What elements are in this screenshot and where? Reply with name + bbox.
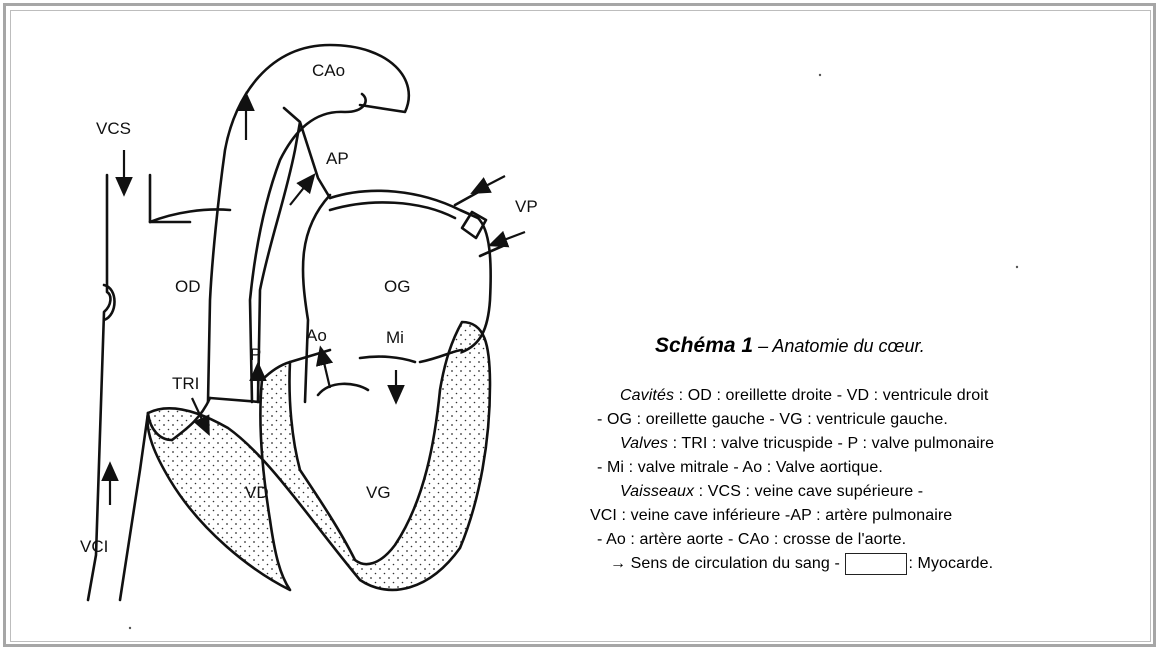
legend-valves-text1: : TRI : valve tricuspide - P : valve pul… — [668, 435, 994, 452]
label-vp: VP — [515, 197, 538, 216]
pulmonary-vein-top — [455, 190, 482, 205]
vci-vessel — [120, 413, 148, 600]
myocarde-swatch — [845, 553, 907, 575]
legend-vaisseaux-2: VCI : veine cave inférieure -AP : artère… — [590, 507, 952, 525]
label-og: OG — [384, 277, 410, 296]
legend-valves-text2: - Mi : valve mitrale - Ao : Valve aortiq… — [597, 459, 883, 476]
label-vcs: VCS — [96, 119, 131, 138]
pulmonary-artery — [258, 108, 330, 402]
caption-title-main: Schéma 1 — [655, 334, 753, 357]
aortic-arch-outer — [208, 45, 409, 402]
label-vg: VG — [366, 483, 391, 502]
scan-dot-3 — [129, 627, 131, 629]
arrow-ap — [290, 180, 310, 205]
scan-dot-2 — [1016, 266, 1018, 268]
myocardium-wall — [147, 322, 490, 590]
legend-vaisseaux-text1: : VCS : veine cave supérieure - — [694, 483, 923, 500]
mitral-valve-left — [360, 357, 415, 362]
legend-cavites-text1: : OD : oreillette droite - VD : ventricu… — [674, 387, 988, 404]
caption-subtitle: – Anatomie du cœur. — [753, 336, 925, 356]
label-tri: TRI — [172, 374, 199, 393]
legend-cavites-2: - OG : oreillette gauche - VG : ventricu… — [597, 411, 948, 429]
label-vd: VD — [245, 483, 269, 502]
legend-cavites-1: Cavités : OD : oreillette droite - VD : … — [620, 387, 988, 405]
arrow-ao — [322, 354, 330, 388]
legend-sens: → Sens de circulation du sang - : Myocar… — [610, 553, 993, 575]
label-mi: Mi — [386, 328, 404, 347]
legend-vaisseaux-text2: VCI : veine cave inférieure -AP : artère… — [590, 507, 952, 524]
legend-vaisseaux-1: Vaisseaux : VCS : veine cave supérieure … — [620, 483, 923, 501]
legend-valves-2: - Mi : valve mitrale - Ao : Valve aortiq… — [597, 459, 883, 477]
label-vci: VCI — [80, 537, 108, 556]
legend-myocarde-text: : Myocarde. — [908, 555, 993, 572]
label-cao: CAo — [312, 61, 345, 80]
scan-dot-1 — [819, 74, 821, 76]
legend-vaisseaux-3: - Ao : artère aorte - CAo : crosse de l'… — [597, 531, 906, 549]
arrow-vp-bottom — [496, 232, 525, 243]
label-ap: AP — [326, 149, 349, 168]
legend-valves-term: Valves — [620, 435, 668, 452]
label-p: P — [250, 345, 261, 364]
legend-cavites-term: Cavités — [620, 387, 674, 404]
caption-title: Schéma 1 – Anatomie du cœur. — [655, 334, 925, 358]
left-atrium-top — [330, 202, 455, 218]
pulmonary-vein-bottom — [480, 245, 505, 256]
legend-vaisseaux-text3: - Ao : artère aorte - CAo : crosse de l'… — [597, 531, 906, 548]
label-od: OD — [175, 277, 201, 296]
label-ao: Ao — [306, 326, 327, 345]
arrow-vp-top — [478, 176, 505, 190]
legend-sens-text: → Sens de circulation du sang - — [610, 555, 840, 572]
aortic-valve — [318, 384, 368, 395]
legend-cavites-text2: - OG : oreillette gauche - VG : ventricu… — [597, 411, 948, 428]
legend-valves-1: Valves : TRI : valve tricuspide - P : va… — [620, 435, 994, 453]
legend-vaisseaux-term: Vaisseaux — [620, 483, 694, 500]
